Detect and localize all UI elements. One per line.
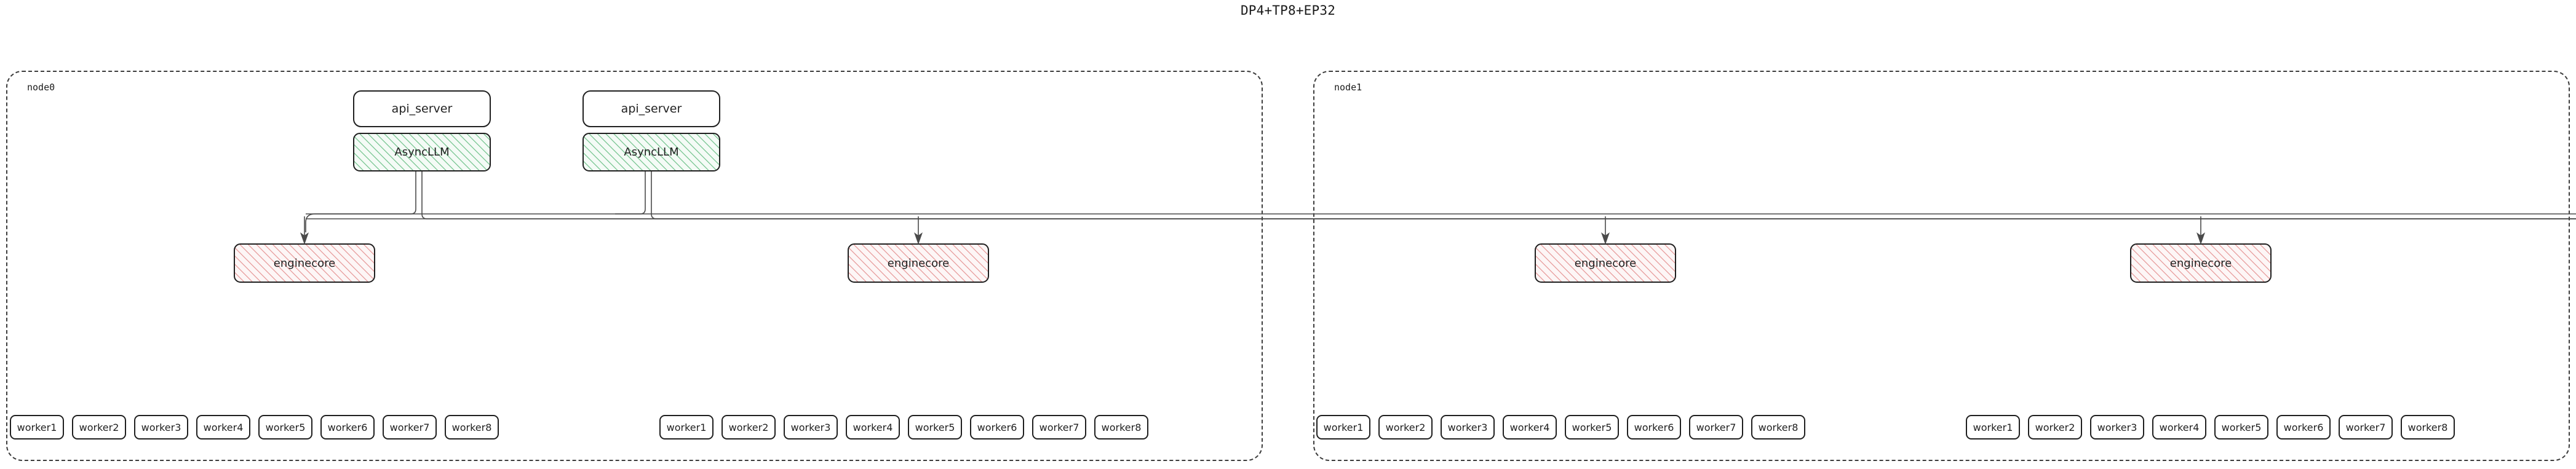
- worker-box[interactable]: worker5: [908, 415, 962, 439]
- worker-box[interactable]: worker7: [1689, 415, 1743, 439]
- worker-label: worker7: [2345, 421, 2386, 433]
- enginecore-label: enginecore: [1574, 256, 1637, 270]
- worker-label: worker8: [1758, 421, 1799, 433]
- edge-asyncllm0-drop-a: [305, 171, 416, 232]
- worker-box[interactable]: worker6: [320, 415, 375, 439]
- api-server-label: api_server: [391, 102, 453, 116]
- node-cluster-node1: [1313, 71, 2570, 461]
- worker-box[interactable]: worker5: [1565, 415, 1619, 439]
- worker-box[interactable]: worker8: [1751, 415, 1805, 439]
- worker-label: worker3: [790, 421, 831, 433]
- enginecore-label: enginecore: [2169, 256, 2232, 270]
- worker-label: worker8: [451, 421, 492, 433]
- worker-box[interactable]: worker2: [2028, 415, 2082, 439]
- worker-label: worker2: [2035, 421, 2075, 433]
- worker-label: worker6: [327, 421, 368, 433]
- enginecore-label: enginecore: [887, 256, 950, 270]
- worker-label: worker1: [666, 421, 707, 433]
- arrowhead-n0-ec1: [914, 232, 923, 245]
- worker-box[interactable]: worker5: [2214, 415, 2268, 439]
- api-server-box[interactable]: api_server: [353, 90, 491, 127]
- enginecore-box[interactable]: enginecore: [1535, 243, 1676, 283]
- worker-box[interactable]: worker2: [1378, 415, 1433, 439]
- worker-label: worker2: [79, 421, 119, 433]
- worker-label: worker5: [265, 421, 306, 433]
- node-label-node0: node0: [27, 82, 55, 93]
- worker-label: worker4: [203, 421, 244, 433]
- worker-label: worker5: [915, 421, 955, 433]
- worker-label: worker8: [2407, 421, 2448, 433]
- worker-label: worker2: [1385, 421, 1426, 433]
- worker-box[interactable]: worker4: [2152, 415, 2206, 439]
- worker-box[interactable]: worker6: [2276, 415, 2331, 439]
- worker-label: worker5: [1572, 421, 1612, 433]
- enginecore-box[interactable]: enginecore: [848, 243, 989, 283]
- worker-label: worker7: [1039, 421, 1079, 433]
- worker-box[interactable]: worker4: [846, 415, 900, 439]
- worker-label: worker8: [1101, 421, 1142, 433]
- worker-box[interactable]: worker1: [659, 415, 714, 439]
- asyncllm-box[interactable]: AsyncLLM: [582, 133, 720, 171]
- node-cluster-node0: [6, 71, 1263, 461]
- worker-box[interactable]: worker8: [445, 415, 499, 439]
- worker-box[interactable]: worker3: [784, 415, 838, 439]
- worker-box[interactable]: worker3: [1441, 415, 1495, 439]
- worker-box[interactable]: worker4: [196, 415, 250, 439]
- worker-box[interactable]: worker1: [10, 415, 64, 439]
- enginecore-label: enginecore: [273, 256, 336, 270]
- worker-box[interactable]: worker7: [2339, 415, 2393, 439]
- worker-label: worker3: [2097, 421, 2137, 433]
- arrowhead-n1-ec0: [1601, 232, 1610, 245]
- edge-asyncllm0-drop-b: [421, 171, 2576, 219]
- api-server-box[interactable]: api_server: [582, 90, 720, 127]
- worker-label: worker1: [1973, 421, 2013, 433]
- worker-label: worker5: [2221, 421, 2262, 433]
- worker-label: worker4: [853, 421, 893, 433]
- worker-box[interactable]: worker7: [1032, 415, 1086, 439]
- worker-box[interactable]: worker1: [1966, 415, 2020, 439]
- enginecore-box[interactable]: enginecore: [2130, 243, 2272, 283]
- node-label-node1: node1: [1334, 82, 1362, 93]
- worker-label: worker2: [728, 421, 769, 433]
- worker-box[interactable]: worker8: [2401, 415, 2455, 439]
- edge-asyncllm1-drop-b: [651, 171, 2576, 219]
- worker-box[interactable]: worker1: [1316, 415, 1370, 439]
- enginecore-box[interactable]: enginecore: [234, 243, 375, 283]
- worker-box[interactable]: worker8: [1094, 415, 1148, 439]
- asyncllm-label: AsyncLLM: [394, 146, 450, 159]
- worker-label: worker4: [1509, 421, 1550, 433]
- asyncllm-label: AsyncLLM: [624, 146, 679, 159]
- worker-box[interactable]: worker5: [258, 415, 312, 439]
- worker-label: worker1: [17, 421, 57, 433]
- worker-box[interactable]: worker6: [1627, 415, 1681, 439]
- arrowhead-n0-ec0: [300, 232, 309, 245]
- worker-label: worker6: [2283, 421, 2324, 433]
- worker-label: worker7: [389, 421, 430, 433]
- worker-label: worker3: [141, 421, 181, 433]
- worker-box[interactable]: worker7: [383, 415, 437, 439]
- edge-asyncllm1-drop-a: [615, 171, 646, 215]
- worker-label: worker6: [977, 421, 1017, 433]
- arrowhead-n1-ec1: [2196, 232, 2205, 245]
- worker-box[interactable]: worker2: [722, 415, 776, 439]
- api-server-label: api_server: [621, 102, 682, 116]
- worker-box[interactable]: worker2: [72, 415, 126, 439]
- worker-box[interactable]: worker3: [134, 415, 188, 439]
- worker-label: worker6: [1634, 421, 1674, 433]
- worker-box[interactable]: worker4: [1503, 415, 1557, 439]
- worker-box[interactable]: worker6: [970, 415, 1024, 439]
- asyncllm-box[interactable]: AsyncLLM: [353, 133, 491, 171]
- worker-label: worker3: [1447, 421, 1488, 433]
- worker-box[interactable]: worker3: [2090, 415, 2144, 439]
- page-title: DP4+TP8+EP32: [1240, 3, 1336, 18]
- worker-label: worker1: [1323, 421, 1364, 433]
- worker-label: worker4: [2159, 421, 2200, 433]
- worker-label: worker7: [1696, 421, 1736, 433]
